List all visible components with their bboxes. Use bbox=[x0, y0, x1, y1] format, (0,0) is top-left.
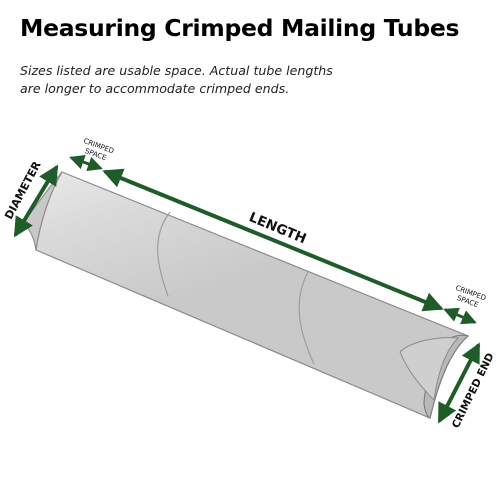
crimped-space-left-arrow bbox=[69, 154, 103, 172]
crimped-end-arrow bbox=[438, 342, 480, 424]
page-subtitle: Sizes listed are usable space. Actual tu… bbox=[20, 62, 490, 98]
crimped-space-left-dimension: CRIMPED SPACE bbox=[69, 137, 115, 172]
subtitle-line-2: are longer to accommodate crimped ends. bbox=[20, 81, 290, 96]
mailing-tube bbox=[21, 171, 470, 419]
subtitle-line-1: Sizes listed are usable space. Actual tu… bbox=[20, 63, 333, 78]
length-arrow bbox=[102, 168, 444, 312]
crimped-space-right-arrow bbox=[443, 307, 477, 325]
diameter-arrow bbox=[13, 164, 59, 238]
page-title: Measuring Crimped Mailing Tubes bbox=[20, 14, 460, 42]
crimped-space-right-dimension: CRIMPED SPACE bbox=[443, 284, 487, 325]
